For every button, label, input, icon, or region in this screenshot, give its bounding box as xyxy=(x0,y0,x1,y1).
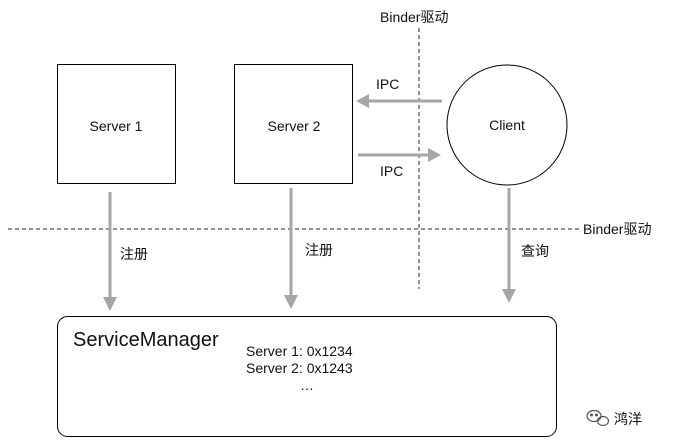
register-arrow-server1 xyxy=(103,192,117,311)
binder-right-label: Binder驱动 xyxy=(583,221,651,237)
register-label-2: 注册 xyxy=(305,242,333,258)
binder-top-label: Binder驱动 xyxy=(380,9,448,25)
client-label: Client xyxy=(489,117,525,133)
query-label: 查询 xyxy=(521,243,549,259)
server1-label: Server 1 xyxy=(90,118,143,134)
query-arrow-client xyxy=(502,188,516,303)
ipc-top-label: IPC xyxy=(376,76,399,92)
server1-node: Server 1 xyxy=(57,64,176,184)
ipc-bottom-label: IPC xyxy=(380,163,403,179)
ipc-arrow-server2-to-client xyxy=(358,148,441,162)
server2-node: Server 2 xyxy=(234,64,353,184)
service-entry-1: Server 1: 0x1234 xyxy=(246,343,353,359)
service-manager-box: ServiceManager Server 1: 0x1234 Server 2… xyxy=(57,316,557,437)
wechat-icon xyxy=(586,409,610,427)
register-arrow-server2 xyxy=(284,188,298,309)
ipc-arrow-client-to-server2 xyxy=(356,94,442,108)
server2-label: Server 2 xyxy=(268,118,321,134)
watermark-text: 鸿洋 xyxy=(614,411,642,427)
register-label-1: 注册 xyxy=(120,246,148,262)
service-entry-2: Server 2: 0x1243 xyxy=(246,360,353,376)
service-manager-title: ServiceManager xyxy=(73,329,219,351)
client-node: Client xyxy=(446,64,568,186)
service-entry-more: … xyxy=(300,377,314,393)
binder-right-label-bg xyxy=(582,219,664,239)
watermark: 鸿洋 xyxy=(586,409,642,427)
